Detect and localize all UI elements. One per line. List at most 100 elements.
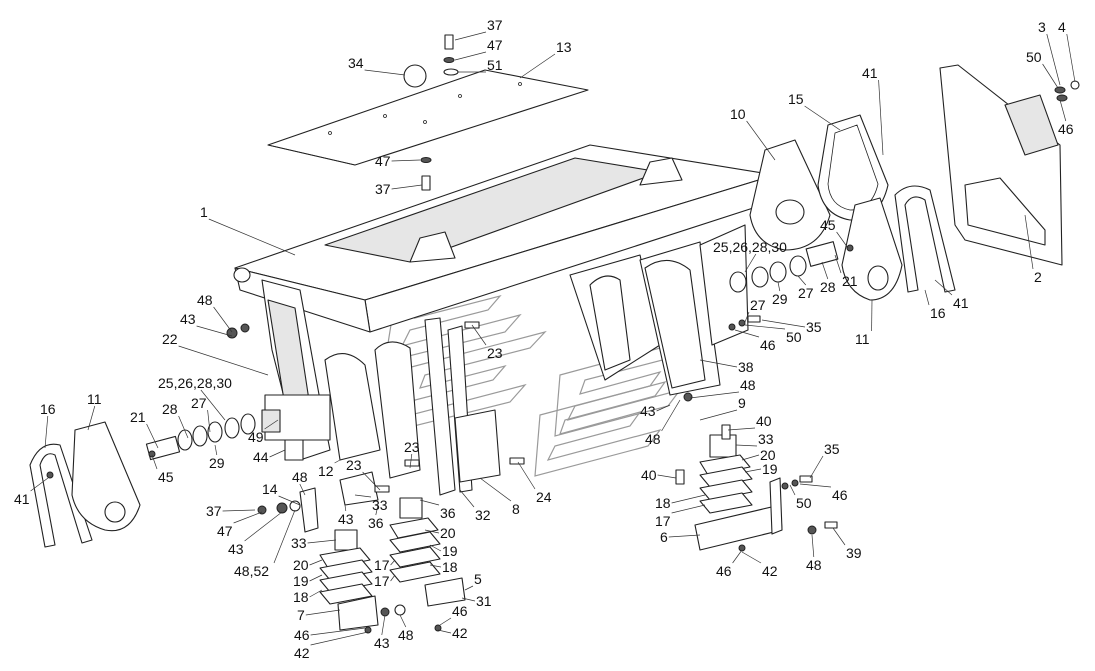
leader-line: [264, 419, 279, 430]
leader-line: [454, 31, 487, 41]
leader-line: [44, 415, 49, 449]
leader-line: [777, 281, 781, 292]
leader-line: [797, 275, 807, 286]
callout-label: 20: [293, 557, 309, 573]
leader-line: [409, 453, 413, 469]
callout-label: 4: [1058, 19, 1066, 35]
leader-line: [334, 459, 341, 464]
callout-label: 23: [487, 345, 503, 361]
leader-line: [804, 105, 841, 131]
leader-line: [424, 529, 440, 534]
callout-label: 48: [645, 431, 661, 447]
callout-label: 48: [398, 627, 414, 643]
leader-line: [734, 329, 760, 338]
callout-label: 46: [760, 337, 776, 353]
callout-label: 7: [297, 607, 305, 623]
callout-label: 45: [158, 469, 174, 485]
leader-line: [689, 391, 740, 399]
callout-label: 50: [796, 495, 812, 511]
leader-line: [471, 324, 487, 346]
leader-line: [727, 427, 756, 431]
callout-label: 27: [750, 297, 766, 313]
callout-label: 18: [293, 589, 309, 605]
callout-label: 20: [760, 447, 776, 463]
leader-line: [354, 494, 372, 498]
callout-label: 37: [487, 17, 503, 33]
callout-label: 46: [294, 627, 310, 643]
callout-label: 9: [738, 395, 746, 411]
callout-label: 25,26,28,30: [713, 239, 787, 255]
leader-line: [437, 629, 452, 634]
fasteners-top: [420, 34, 459, 191]
leader-line: [196, 325, 233, 337]
fasteners-bottom: [46, 244, 854, 634]
callout-label: 25,26,28,30: [158, 375, 232, 391]
callout-label: 42: [294, 645, 310, 661]
leader-line: [699, 409, 738, 421]
callout-label: 29: [209, 455, 225, 471]
leader-line: [200, 389, 226, 421]
leader-line: [761, 319, 806, 328]
leader-line: [744, 253, 757, 273]
callout-label: 41: [14, 491, 30, 507]
leader-line: [344, 504, 347, 512]
leader-line: [419, 499, 440, 506]
leader-line: [214, 444, 218, 456]
leader-line: [1059, 99, 1067, 122]
leader-line: [459, 489, 475, 508]
callout-label: 18: [442, 559, 458, 575]
callout-label: 21: [130, 409, 146, 425]
leader-line: [1042, 63, 1059, 89]
leader-line: [454, 51, 487, 61]
leader-line: [310, 631, 369, 646]
callout-label: 3: [1038, 19, 1046, 35]
callout-label: 38: [738, 359, 754, 375]
callout-label: 46: [832, 487, 848, 503]
bottom-right-mount-stack: [694, 434, 783, 551]
callout-label: 47: [217, 523, 233, 539]
leader-line: [391, 159, 421, 162]
callout-label: 14: [262, 481, 278, 497]
callout-label: 31: [476, 593, 492, 609]
callout-label: 5: [474, 571, 482, 587]
callout-label: 15: [788, 91, 804, 107]
callout-label: 17: [374, 573, 390, 589]
callout-label: 33: [758, 431, 774, 447]
part-34-ball: [403, 64, 427, 88]
callout-label: 35: [806, 319, 822, 335]
leader-line: [744, 468, 762, 473]
leader-line: [207, 409, 211, 433]
callout-label: 13: [556, 39, 572, 55]
leader-line: [399, 614, 407, 628]
callout-label: 17: [374, 557, 390, 573]
leader-line: [834, 254, 842, 274]
leader-line: [299, 483, 306, 496]
callout-label: 20: [440, 525, 456, 541]
callout-label: 19: [293, 573, 309, 589]
callout-label: 37: [375, 181, 391, 197]
callout-label: 40: [756, 413, 772, 429]
leader-line: [390, 559, 396, 566]
callout-label: 49: [248, 429, 264, 445]
leader-line: [178, 415, 189, 439]
callout-label: 8: [512, 501, 520, 517]
callout-label: 36: [440, 505, 456, 521]
callout-label: 43: [180, 311, 196, 327]
leader-line: [269, 449, 286, 458]
leader-line: [1046, 33, 1061, 86]
leader-line: [746, 120, 776, 161]
callout-label: 47: [487, 37, 503, 53]
callout-label: 6: [660, 529, 668, 545]
callout-label: 23: [404, 439, 420, 455]
leader-line: [517, 461, 536, 490]
callout-label: 48: [292, 469, 308, 485]
bottom-left-mount-stack: [299, 471, 466, 631]
leader-line: [429, 544, 442, 552]
callout-label: 28: [820, 279, 836, 295]
leader-line: [381, 614, 386, 636]
callout-label: 37: [206, 503, 222, 519]
callout-label: 46: [716, 563, 732, 579]
callout-label: 48: [740, 377, 756, 393]
leader-line: [375, 504, 379, 516]
